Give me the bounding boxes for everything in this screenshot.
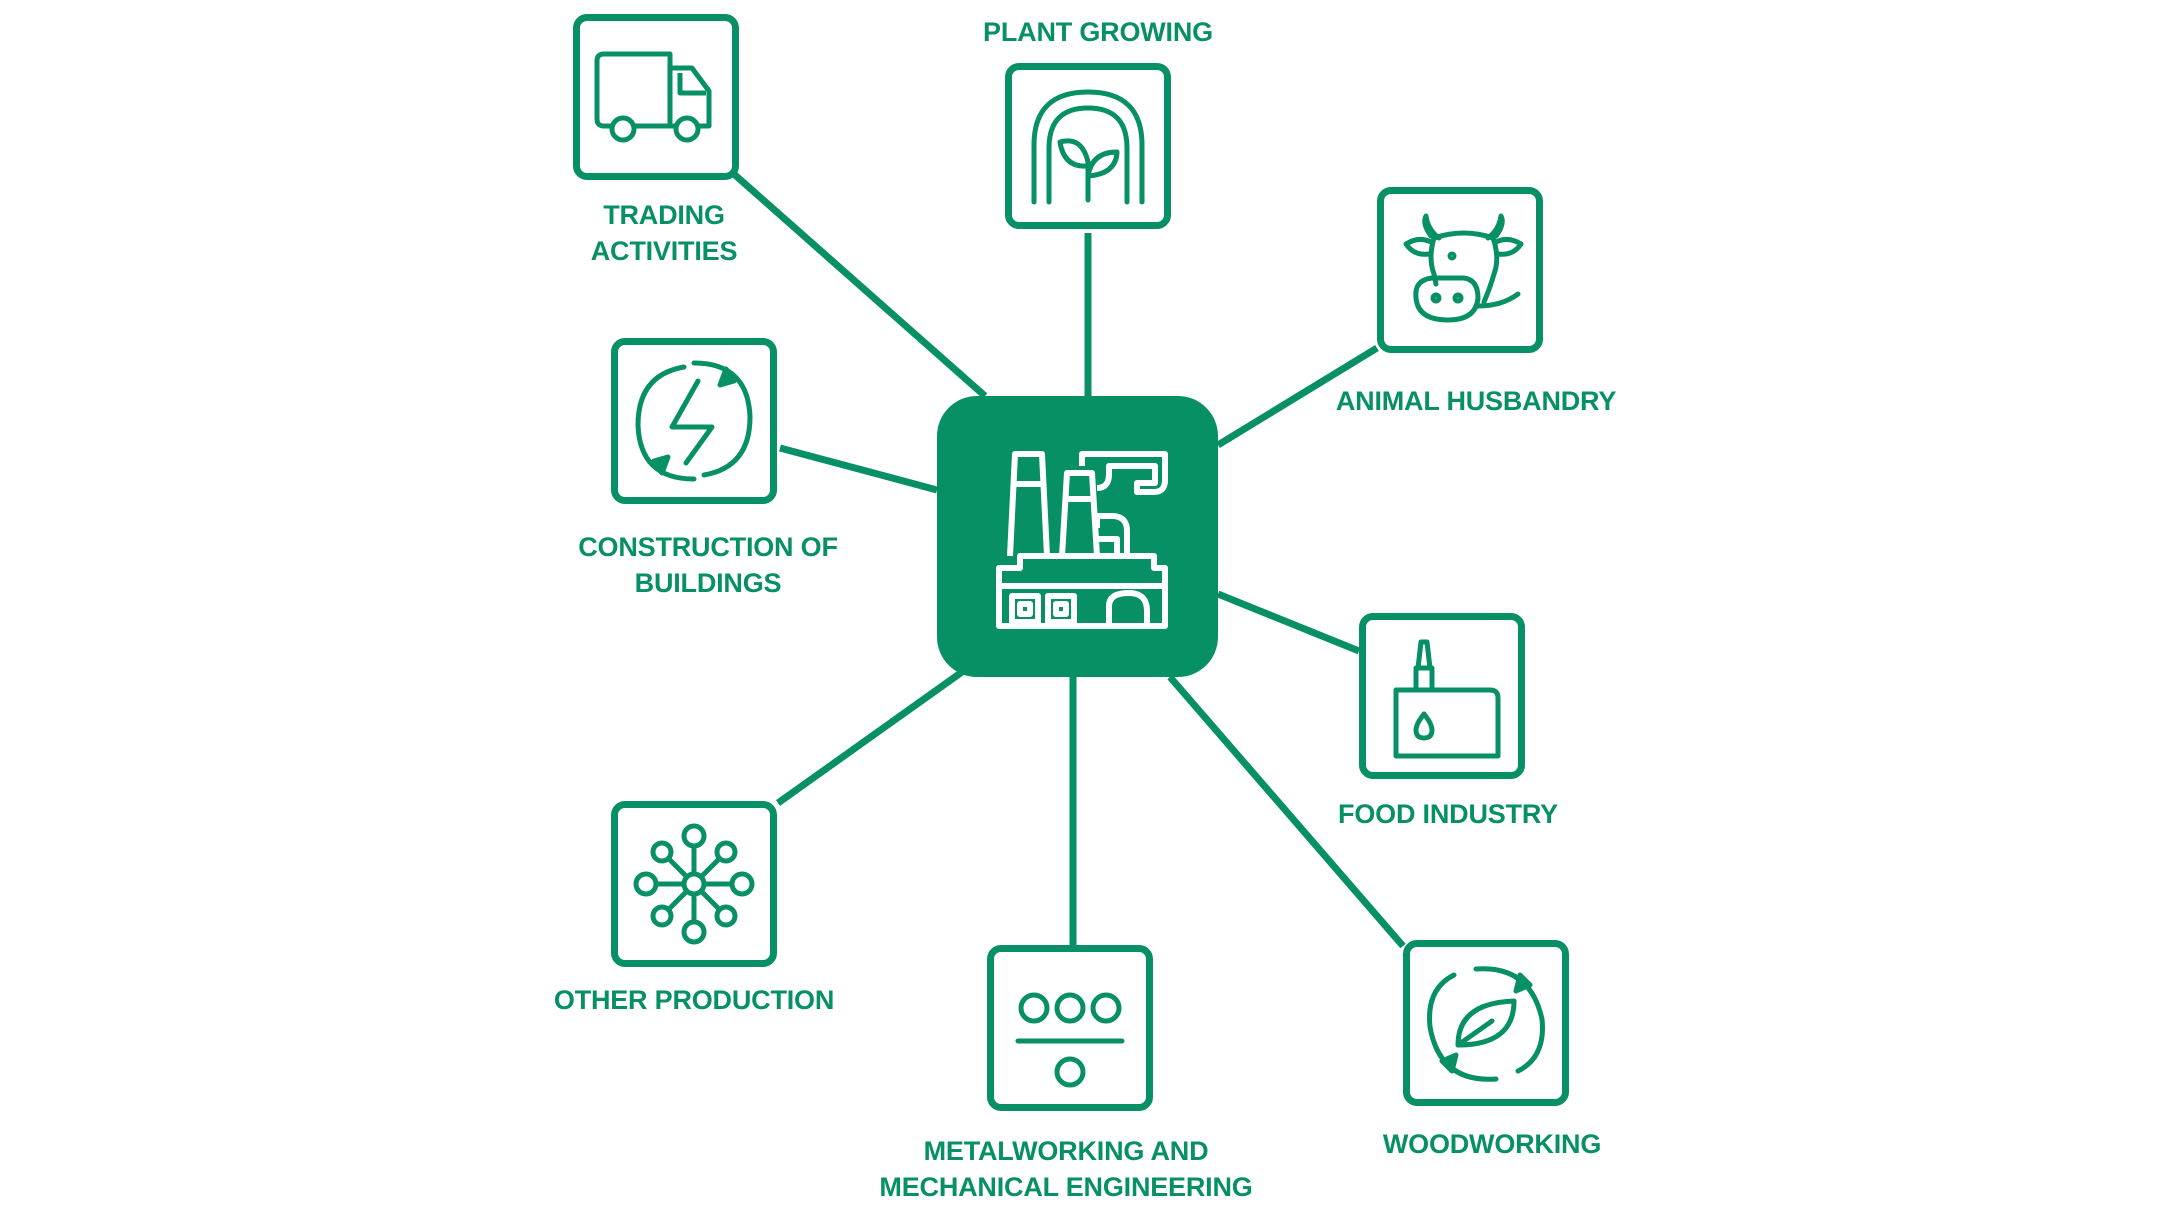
factory-hub: [937, 396, 1218, 677]
label-trading-line2: ACTIVITIES: [590, 236, 738, 266]
node-construction: [611, 338, 777, 504]
factory-icon: [996, 451, 1168, 629]
label-other-line1: OTHER PRODUCTION: [553, 985, 835, 1015]
sprout-icon: [1031, 89, 1145, 205]
oil-can-icon: [1393, 639, 1501, 759]
connector-other: [775, 669, 965, 806]
label-other-production: OTHER PRODUCTION: [553, 982, 835, 1018]
leaf-recycle-icon: [1427, 966, 1545, 1082]
node-metalworking: [987, 945, 1153, 1111]
label-metalworking: METALWORKING AND MECHANICAL ENGINEERING: [879, 1133, 1252, 1205]
circles-division-icon: [1015, 992, 1125, 1088]
node-animal-husbandry: [1377, 187, 1543, 353]
label-animal-husbandry: ANIMAL HUSBANDRY: [1335, 383, 1617, 419]
connector-animal: [1216, 345, 1379, 448]
label-animal-line1: ANIMAL HUSBANDRY: [1335, 386, 1617, 416]
connector-wood: [1167, 674, 1406, 949]
cow-icon: [1403, 213, 1524, 323]
label-trading: TRADING ACTIVITIES: [591, 197, 738, 269]
label-plant-line1: PLANT GROWING: [983, 17, 1213, 47]
label-plant-growing: PLANT GROWING: [983, 14, 1213, 50]
node-plant-growing: [1005, 63, 1171, 229]
node-other-production: [611, 801, 777, 967]
label-trading-line1: TRADING: [603, 200, 725, 230]
label-woodworking: WOODWORKING: [1383, 1126, 1601, 1162]
label-construction-line1: CONSTRUCTION OF: [578, 532, 838, 562]
label-construction: CONSTRUCTION OF BUILDINGS: [578, 529, 838, 601]
label-food-line1: FOOD INDUSTRY: [1338, 799, 1558, 829]
node-woodworking: [1403, 940, 1569, 1106]
connector-construction: [779, 444, 938, 494]
label-metal-line2: MECHANICAL ENGINEERING: [879, 1172, 1253, 1202]
label-wood-line1: WOODWORKING: [1382, 1129, 1602, 1159]
label-construction-line2: BUILDINGS: [634, 568, 782, 598]
node-food-industry: [1359, 613, 1525, 779]
truck-icon: [594, 51, 712, 143]
label-food-industry: FOOD INDUSTRY: [1338, 796, 1558, 832]
connector-trading: [732, 172, 988, 399]
molecule-network-icon: [633, 823, 755, 945]
energy-cycle-icon: [635, 360, 753, 482]
node-trading: [573, 14, 739, 180]
label-metal-line1: METALWORKING AND: [923, 1136, 1209, 1166]
connector-food: [1216, 590, 1361, 655]
